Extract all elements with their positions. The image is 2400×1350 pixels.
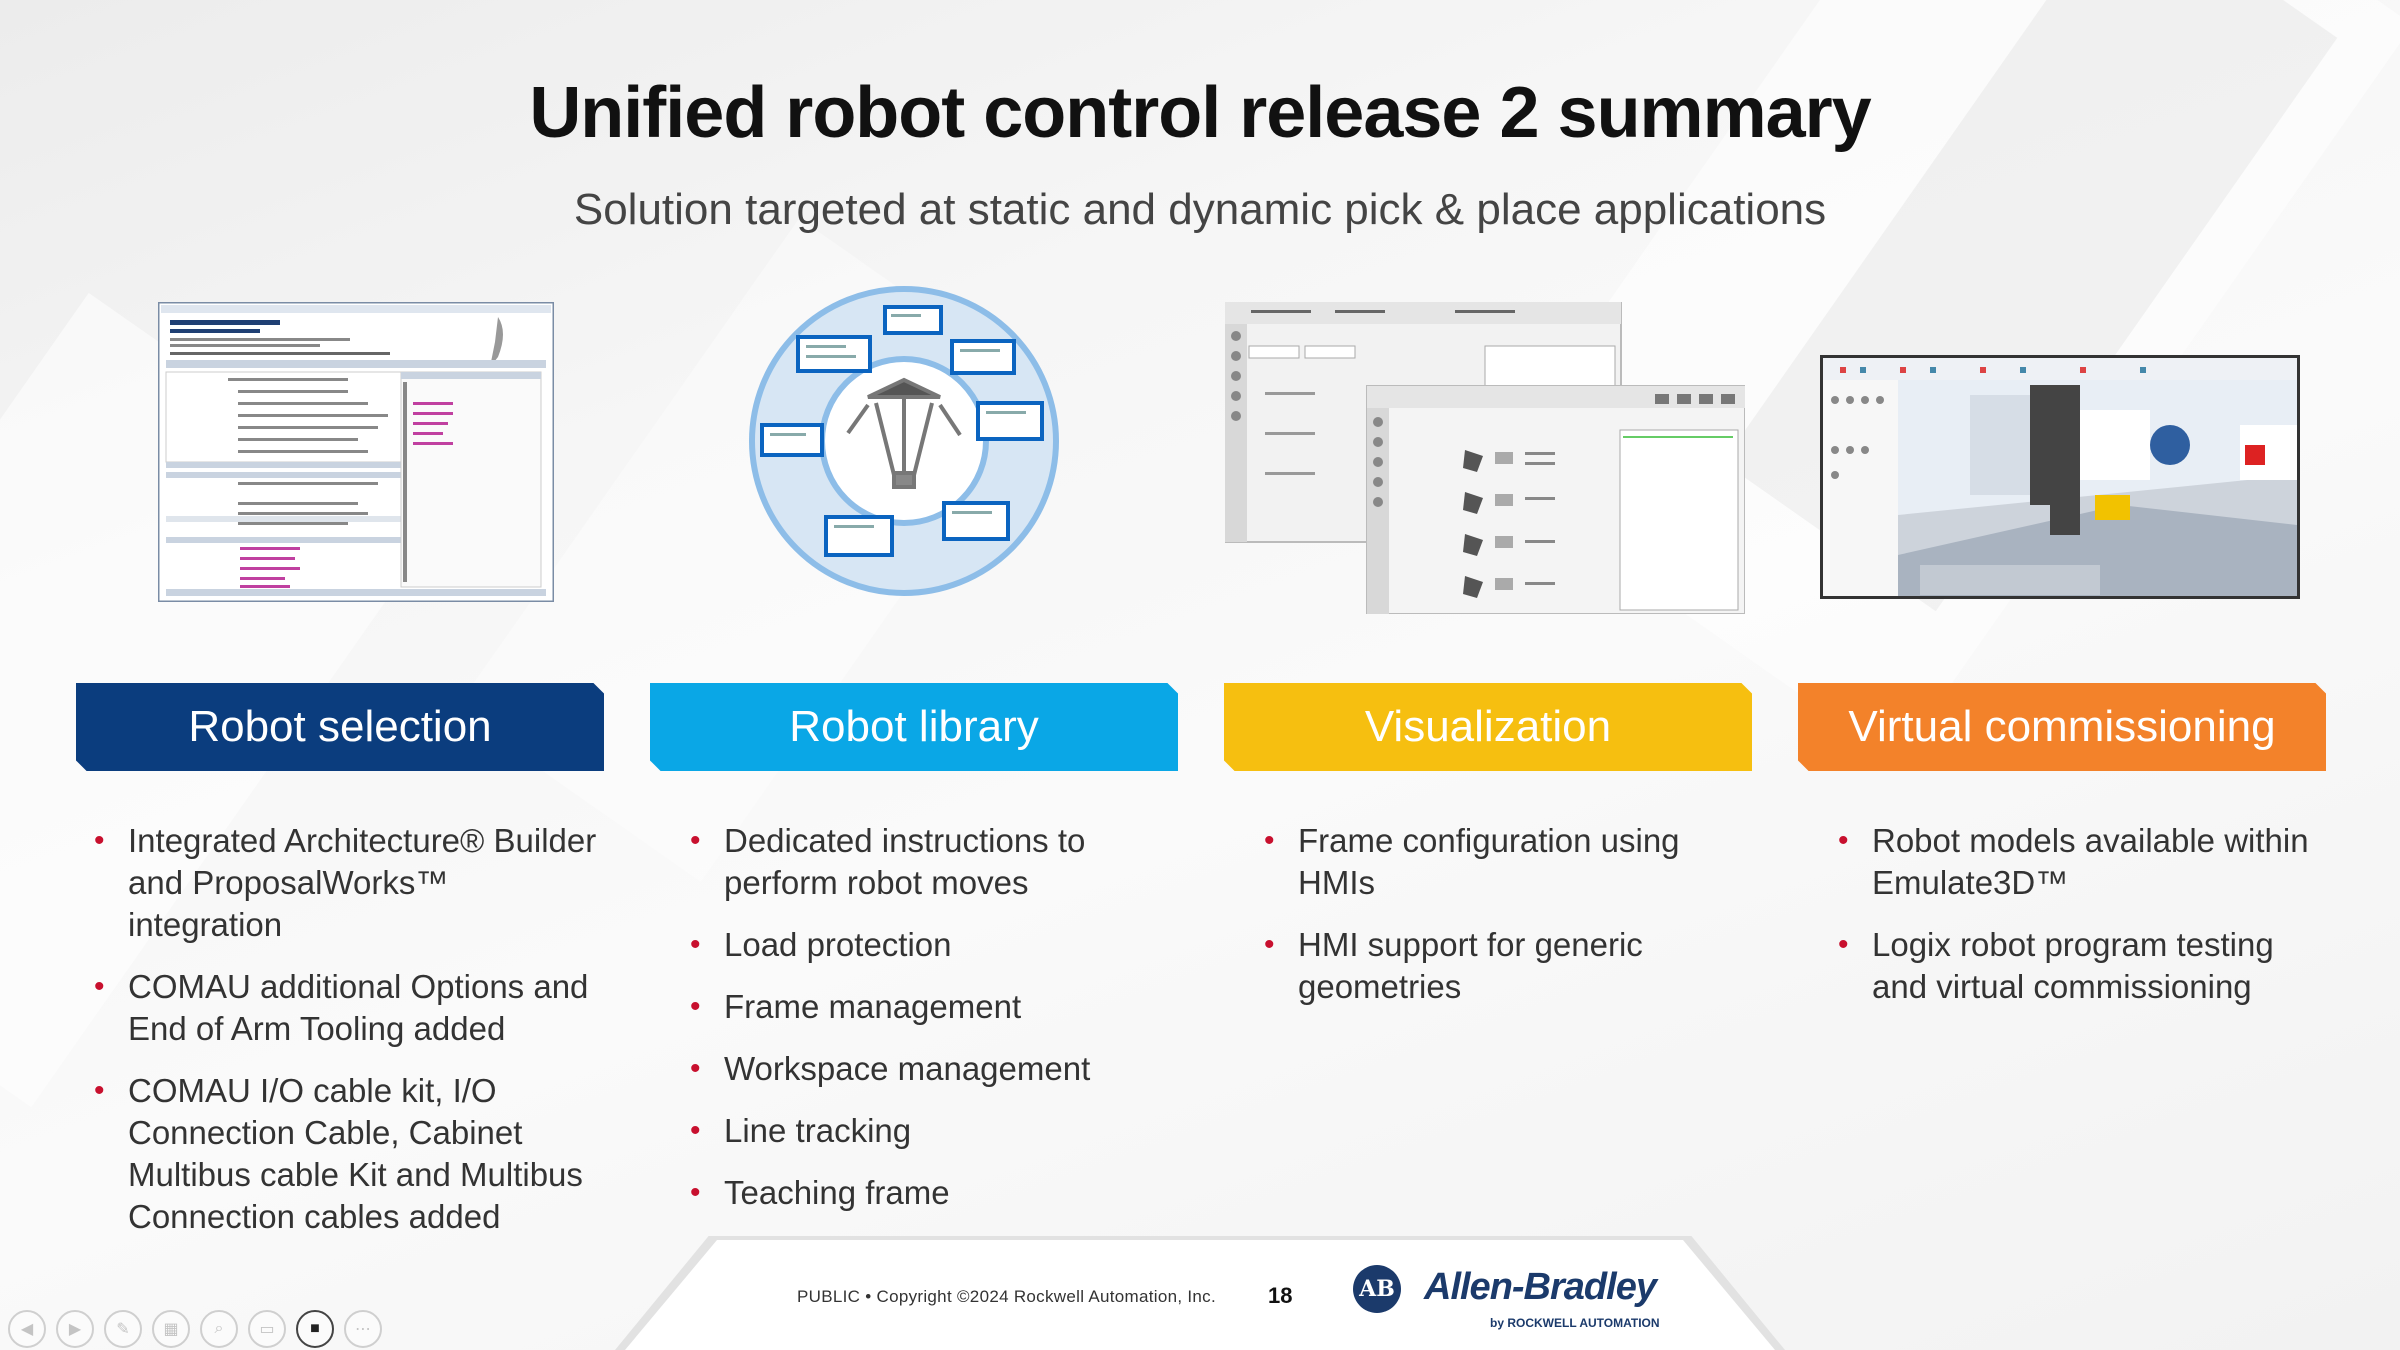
next-icon[interactable]: ▶ — [56, 1310, 94, 1348]
bullet-text: Line tracking — [724, 1112, 912, 1149]
slide-title: Unified robot control release 2 summary — [529, 73, 1871, 153]
bullet-text: HMI support for generic geometries — [1298, 926, 1643, 1005]
slide-subtitle: Solution targeted at static and dynamic … — [573, 185, 1827, 234]
bullet-text: Workspace management — [724, 1050, 1091, 1087]
list-item: • Teaching frame — [690, 1172, 1154, 1214]
list-item: • Integrated Architecture® Builder and Pr… — [94, 820, 598, 946]
robot-selection-bullets: • Integrated Architecture® Builder and Pr… — [94, 820, 598, 1258]
robot-library-bullets: • Dedicated instructions to perform robot… — [690, 820, 1154, 1234]
robot-library-graphic — [748, 285, 1060, 597]
bullet-text: Frame configuration using HMIs — [1298, 822, 1680, 901]
brand-name: Allen-Bradley — [1424, 1266, 1657, 1308]
more-icon[interactable]: ⋯ — [344, 1310, 382, 1348]
bullet-icon: • — [690, 928, 701, 961]
bullet-text: Robot models available within Emulate3D™ — [1872, 822, 2309, 901]
robot-selection-screenshot — [156, 300, 556, 604]
bullet-icon: • — [1264, 928, 1275, 961]
list-item: • Load protection — [690, 924, 1154, 966]
header-robot-selection: Robot selection — [76, 683, 604, 771]
bullet-text: Frame management — [724, 988, 1022, 1025]
logo-text: AB — [1359, 1276, 1395, 1302]
list-item: • Workspace management — [690, 1048, 1154, 1090]
bullet-icon: • — [690, 1114, 701, 1147]
bullet-icon: • — [94, 1074, 105, 1107]
bullet-icon: • — [1264, 824, 1275, 857]
header-robot-selection-label: Robot selection — [188, 702, 492, 751]
bullet-icon: • — [94, 970, 105, 1003]
pen-icon[interactable]: ✎ — [104, 1310, 142, 1348]
bullet-icon: • — [1838, 928, 1849, 961]
brand-subtitle: by ROCKWELL AUTOMATION — [1490, 1316, 1660, 1330]
copyright-text: PUBLIC • Copyright ©2024 Rockwell Automa… — [797, 1287, 1216, 1306]
header-visualization: Visualization — [1224, 683, 1752, 771]
bullet-icon: • — [690, 990, 701, 1023]
bullet-icon: • — [690, 1052, 701, 1085]
bullet-text: Dedicated instructions to perform robot … — [724, 822, 1086, 901]
bullet-icon: • — [94, 824, 105, 857]
slides-icon[interactable]: ▦ — [152, 1310, 190, 1348]
bullet-text: Integrated Architecture® Builder and Pro… — [128, 822, 597, 943]
camera-icon[interactable]: ■ — [296, 1310, 334, 1348]
header-robot-library-label: Robot library — [789, 702, 1039, 751]
header-visualization-label: Visualization — [1364, 702, 1612, 751]
list-item: • Logix robot program testing and virtual… — [1838, 924, 2332, 1008]
bullet-text: COMAU additional Options and End of Arm … — [128, 968, 589, 1047]
bullet-icon: • — [690, 824, 701, 857]
visualization-hmi-screenshot — [1224, 301, 1746, 615]
prev-icon[interactable]: ◀ — [8, 1310, 46, 1348]
page-number: 18 — [1268, 1283, 1293, 1308]
bullet-text: Teaching frame — [724, 1174, 950, 1211]
bullet-text: COMAU I/O cable kit, I/O Connection Cabl… — [128, 1072, 583, 1235]
header-robot-library: Robot library — [650, 683, 1178, 771]
list-item: • Robot models available within Emulate3D… — [1838, 820, 2332, 904]
allen-bradley-logo-icon: AB — [1353, 1265, 1401, 1313]
bullet-text: Logix robot program testing and virtual … — [1872, 926, 2274, 1005]
list-item: • Dedicated instructions to perform robot… — [690, 820, 1154, 904]
bullet-text: Load protection — [724, 926, 952, 963]
subtitles-icon[interactable]: ▭ — [248, 1310, 286, 1348]
list-item: • HMI support for generic geometries — [1264, 924, 1728, 1008]
presentation-toolbar: ◀ ▶ ✎ ▦ ⌕ ▭ ■ ⋯ — [8, 1310, 382, 1348]
bullet-icon: • — [690, 1176, 701, 1209]
header-virtual-commissioning-label: Virtual commissioning — [1848, 702, 2276, 751]
list-item: • Frame management — [690, 986, 1154, 1028]
list-item: • Frame configuration using HMIs — [1264, 820, 1728, 904]
zoom-icon[interactable]: ⌕ — [200, 1310, 238, 1348]
bullet-icon: • — [1838, 824, 1849, 857]
list-item: • Line tracking — [690, 1110, 1154, 1152]
list-item: • COMAU additional Options and End of Arm… — [94, 966, 598, 1050]
header-virtual-commissioning: Virtual commissioning — [1798, 683, 2326, 771]
list-item: • COMAU I/O cable kit, I/O Connection Cab… — [94, 1070, 598, 1238]
virtual-commissioning-screenshot — [1820, 355, 2300, 599]
visualization-bullets: • Frame configuration using HMIs • HMI sup… — [1264, 820, 1728, 1028]
virtual-commissioning-bullets: • Robot models available within Emulate3D… — [1838, 820, 2332, 1028]
footer-plate — [625, 1240, 1775, 1350]
